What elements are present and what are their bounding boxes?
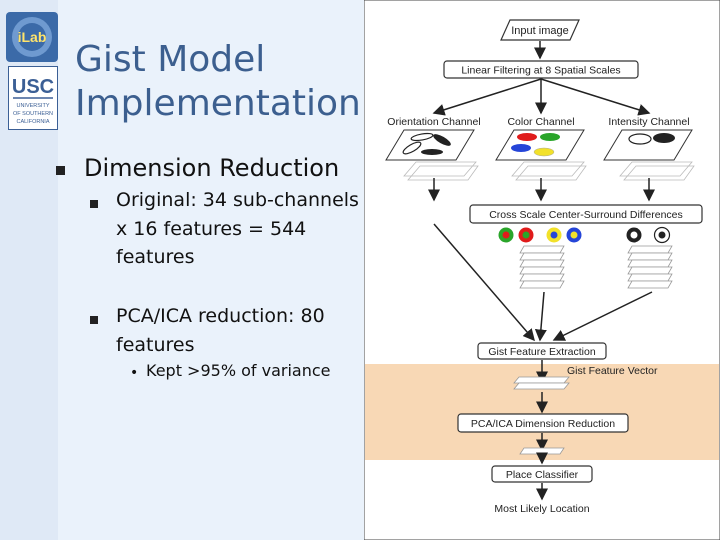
color-scale-stack <box>511 161 587 181</box>
linear-filtering-box <box>443 60 639 79</box>
input-image-label: Input image <box>511 25 568 37</box>
feature-stack-right <box>627 245 673 289</box>
bullet-dot-icon: • <box>130 365 139 381</box>
center-surround-label: Cross Scale Center-Surround Differences <box>489 209 683 221</box>
cs-disc-green-red-center <box>522 231 530 239</box>
usc-logo-line-3: CALIFORNIA <box>16 119 49 125</box>
ilab-logo-text: iLab <box>18 29 47 45</box>
orientation-ellipse-4 <box>421 149 443 155</box>
orientation-channel-label: Orientation Channel <box>387 116 480 128</box>
bullet-square-icon <box>56 166 65 175</box>
pca-ica-label: PCA/ICA Dimension Reduction <box>471 418 615 430</box>
bullet-kept-variance: Kept >95% of variance <box>146 361 331 380</box>
input-image-box <box>500 19 580 41</box>
cs-disc-blue-yellow-center <box>550 231 558 239</box>
gist-extraction-label: Gist Feature Extraction <box>488 346 596 358</box>
orientation-feature-map <box>385 129 475 161</box>
cs-disc-yellow-blue-center <box>570 231 578 239</box>
bullet-original: Original: 34 sub-channels x 16 features … <box>116 189 359 269</box>
feature-stack-left <box>519 245 565 289</box>
most-likely-location-label: Most Likely Location <box>494 503 589 515</box>
linear-filtering-label: Linear Filtering at 8 Spatial Scales <box>461 65 620 77</box>
orientation-ellipse-3 <box>402 141 422 155</box>
usc-logo-text: USC <box>12 76 54 98</box>
ilab-logo: iLab <box>6 12 58 62</box>
bullet-square-icon <box>90 200 98 208</box>
color-channel-label: Color Channel <box>507 116 574 128</box>
gist-vector-cells <box>513 376 570 390</box>
place-classifier-box <box>491 465 593 483</box>
arrow-left-stack <box>433 223 535 342</box>
slide-title: Gist Model Implementation <box>75 39 361 124</box>
reduced-vector-cells <box>519 447 565 455</box>
gist-extraction-box <box>477 342 607 360</box>
arrow-to-intensity <box>540 78 651 116</box>
orientation-scale-stack <box>403 161 479 181</box>
arrow-right-stack <box>552 291 653 341</box>
intensity-ellipse-black <box>653 133 675 143</box>
usc-logo-line-2: OF SOUTHERN <box>13 111 53 117</box>
color-ellipse-green <box>540 133 560 141</box>
usc-logo-line-1: UNIVERSITY <box>16 103 49 109</box>
bullet-dimension-reduction: Dimension Reduction <box>84 154 340 182</box>
arrow-mid-stack <box>534 291 547 342</box>
place-classifier-label: Place Classifier <box>506 469 579 481</box>
usc-logo: USC UNIVERSITY OF SOUTHERN CALIFORNIA <box>8 66 58 130</box>
color-ellipse-red <box>517 133 537 141</box>
intensity-channel-label: Intensity Channel <box>608 116 689 128</box>
intensity-ellipse-white <box>628 133 652 145</box>
cs-disc-on-center <box>630 231 638 239</box>
arrow-to-orientation <box>432 78 542 116</box>
cs-disc-red-green-center <box>502 231 510 239</box>
orientation-ellipse-1 <box>410 132 434 142</box>
color-ellipse-blue <box>511 144 531 152</box>
bullet-square-icon <box>90 316 98 324</box>
gist-model-diagram: Input image Linear Filtering at 8 Spatia… <box>364 0 720 540</box>
center-surround-box <box>469 204 703 224</box>
color-ellipse-yellow <box>533 147 555 157</box>
orientation-ellipse-2 <box>433 134 451 146</box>
intensity-scale-stack <box>619 161 695 181</box>
gist-vector-label: Gist Feature Vector <box>567 365 658 377</box>
pca-ica-box <box>457 413 629 433</box>
cs-disc-off-center <box>658 231 666 239</box>
bullet-pca-ica: PCA/ICA reduction: 80 features <box>116 305 325 356</box>
